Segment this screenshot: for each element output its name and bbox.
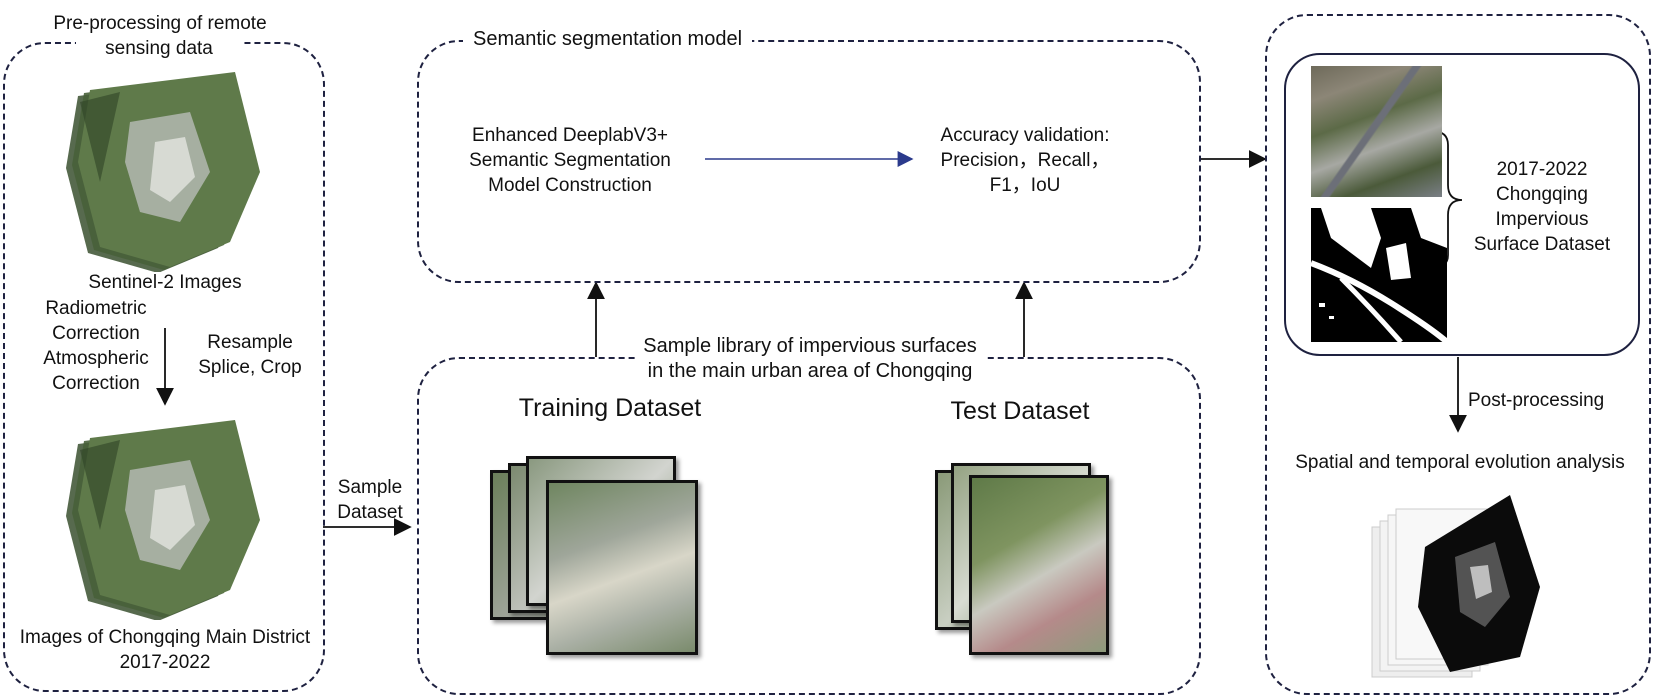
model-construction-line2: Semantic Segmentation bbox=[469, 150, 671, 171]
output-panel bbox=[1265, 14, 1651, 695]
dataset-inner-panel bbox=[1284, 53, 1640, 356]
dataset-label-line2: Chongqing bbox=[1496, 184, 1588, 205]
atmospheric-step-line1: Atmospheric bbox=[43, 348, 149, 369]
dataset-label-line3: Impervious bbox=[1495, 209, 1589, 230]
output-images-line1: Images of Chongqing Main District bbox=[19, 627, 311, 648]
analysis-label: Spatial and temporal evolution analysis bbox=[1295, 452, 1625, 473]
test-dataset-label: Test Dataset bbox=[950, 397, 1090, 425]
sample-dataset-line1: Sample bbox=[337, 477, 403, 498]
chongqing-image-stack bbox=[66, 420, 260, 620]
validation-line3: F1，IoU bbox=[989, 175, 1061, 196]
sample-library-title-line1: Sample library of impervious surfaces bbox=[635, 334, 985, 359]
radiometric-step-line1: Radiometric bbox=[45, 298, 147, 319]
resample-step-line2: Splice, Crop bbox=[198, 357, 302, 378]
preprocessing-title-line1: Pre-processing of remote bbox=[40, 11, 280, 36]
radiometric-step-line2: Correction bbox=[52, 323, 140, 344]
dataset-label-line4: Surface Dataset bbox=[1473, 234, 1611, 255]
sentinel-image-stack bbox=[66, 72, 260, 272]
test-image-front bbox=[969, 475, 1109, 655]
preprocessing-title-line2: sensing data bbox=[76, 36, 242, 61]
training-image-stack bbox=[490, 450, 710, 670]
impervious-mask-image bbox=[1311, 208, 1447, 342]
training-image-front bbox=[546, 480, 698, 655]
model-construction-line3: Model Construction bbox=[488, 175, 652, 196]
resample-step-line1: Resample bbox=[207, 332, 293, 353]
validation-line1: Accuracy validation: bbox=[940, 125, 1110, 146]
model-panel bbox=[417, 40, 1201, 283]
sample-library-title-line2: in the main urban area of Chongqing bbox=[635, 359, 985, 384]
temporal-analysis-stack bbox=[1371, 495, 1540, 678]
validation-line2: Precision，Recall， bbox=[940, 150, 1110, 171]
model-title: Semantic segmentation model bbox=[463, 27, 753, 52]
postprocessing-label: Post-processing bbox=[1468, 390, 1605, 411]
dataset-label-line1: 2017-2022 bbox=[1496, 159, 1588, 180]
sentinel-label: Sentinel-2 Images bbox=[88, 272, 242, 293]
test-image-stack bbox=[935, 455, 1135, 675]
sample-dataset-line2: Dataset bbox=[337, 502, 403, 523]
atmospheric-step-line2: Correction bbox=[52, 373, 140, 394]
output-images-line2: 2017-2022 bbox=[119, 652, 211, 673]
dataset-bracket bbox=[1431, 130, 1463, 269]
training-dataset-label: Training Dataset bbox=[518, 394, 702, 422]
satellite-sample-image bbox=[1311, 66, 1442, 197]
model-construction-line1: Enhanced DeeplabV3+ bbox=[472, 125, 668, 146]
